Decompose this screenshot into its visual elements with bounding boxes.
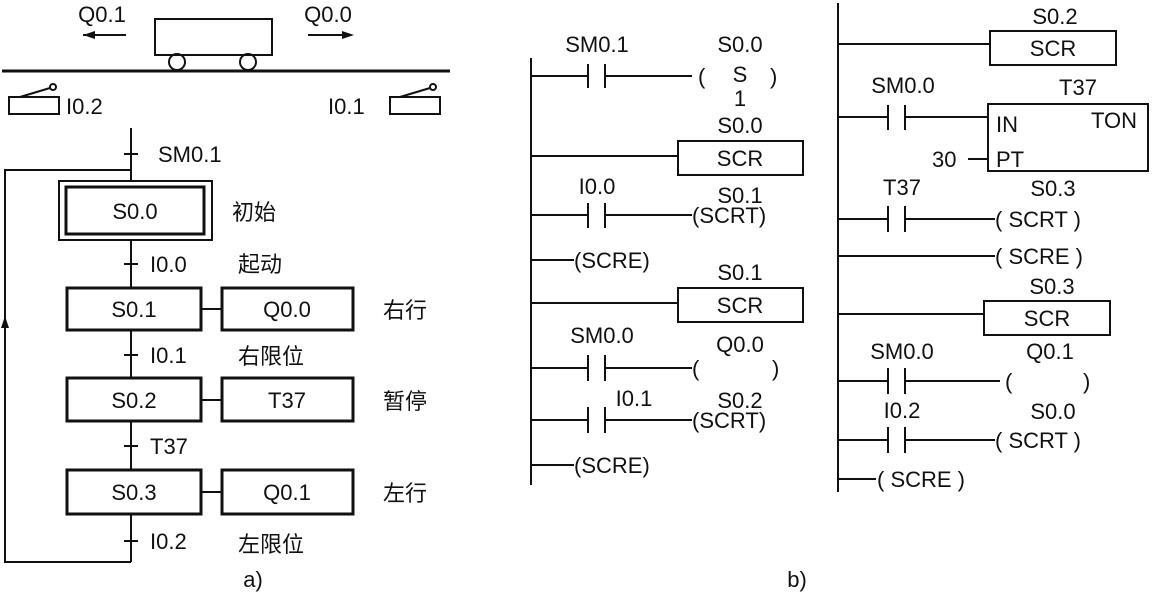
step-s01-action: Q0.0 xyxy=(263,297,311,322)
action-box-t37 xyxy=(220,376,355,423)
step-s02-action: T37 xyxy=(268,388,306,413)
cart-left-output: Q0.1 xyxy=(78,2,126,27)
caption-a: a) xyxy=(243,567,263,592)
transition-1-label: 起动 xyxy=(238,253,282,278)
scre1-coil: (SCRE) xyxy=(574,248,650,273)
step-s00-label: 初始 xyxy=(232,201,276,226)
step-s03-action: Q0.1 xyxy=(263,480,311,505)
step-s02-id: S0.2 xyxy=(111,388,156,413)
limit-switch-right xyxy=(389,83,441,115)
block1-name: SCR xyxy=(717,146,763,171)
rung6-coil-close: ) xyxy=(1083,369,1090,394)
rung2-coil: (SCRT) xyxy=(692,203,766,228)
block2-name: SCR xyxy=(717,293,763,318)
rung1-coil-count: 1 xyxy=(734,86,746,111)
block3-name: SCR xyxy=(1030,36,1076,61)
cart-wheel-left xyxy=(168,53,186,71)
rung5-contact-label: T37 xyxy=(883,175,921,200)
limit-switch-left xyxy=(8,83,60,115)
scre2-coil: (SCRE) xyxy=(574,453,650,478)
timer-contact-label: SM0.0 xyxy=(871,73,935,98)
timer-in-pin: IN xyxy=(996,112,1018,137)
return-arrow-head xyxy=(1,316,9,328)
step-s00-id: S0.0 xyxy=(112,199,157,224)
timer-name: T37 xyxy=(1059,75,1097,100)
rung2-coil-address: S0.1 xyxy=(717,183,762,208)
rung4-contact-label: I0.1 xyxy=(616,386,653,411)
right-switch-label: I0.1 xyxy=(328,94,365,119)
transition-1-condition: I0.0 xyxy=(150,252,187,277)
scr-block-s01 xyxy=(677,287,804,323)
scr-block-s03 xyxy=(983,300,1111,336)
timer-preset: 30 xyxy=(932,147,956,172)
step-s01-id: S0.1 xyxy=(111,297,156,322)
ladder-column-1 xyxy=(530,58,804,485)
rung1-coil-open: ( xyxy=(698,64,706,89)
initial-step-outer xyxy=(58,180,213,241)
sfc-chart xyxy=(1,128,355,563)
scre4-coil: ( SCRE ) xyxy=(877,467,965,492)
timer-block-t37 xyxy=(987,103,1149,172)
rung4-coil: (SCRT) xyxy=(692,408,766,433)
rung7-coil-address: S0.0 xyxy=(1030,399,1075,424)
rung3-coil-open: ( xyxy=(692,356,700,381)
rung6-contact-label: SM0.0 xyxy=(870,339,934,364)
left-arrow-head xyxy=(83,31,95,39)
rung3-coil-close: ) xyxy=(772,356,779,381)
cart-right-output: Q0.0 xyxy=(304,2,352,27)
rung7-contact-label: I0.2 xyxy=(884,398,921,423)
transition-4-condition: I0.2 xyxy=(150,529,187,554)
scre3-coil: ( SCRE ) xyxy=(995,244,1083,269)
timer-type: TON xyxy=(1091,108,1137,133)
rung1-coil-letter: S xyxy=(733,62,748,87)
rung3-coil-address: Q0.0 xyxy=(716,332,764,357)
rung5-coil: ( SCRT ) xyxy=(995,207,1081,232)
cart-wheel-right xyxy=(239,53,257,71)
step-s03-id: S0.3 xyxy=(111,480,156,505)
rung6-coil-open: ( xyxy=(1005,369,1013,394)
right-arrow-head xyxy=(342,31,354,39)
scr-block-s02 xyxy=(989,30,1117,66)
rung1-contact-label: SM0.1 xyxy=(565,32,629,57)
rung2-contact-label: I0.0 xyxy=(579,174,616,199)
sfc-return-loop xyxy=(4,169,131,563)
action-box-q00 xyxy=(220,286,355,332)
block1-address: S0.0 xyxy=(717,113,762,138)
left-switch-label: I0.2 xyxy=(66,94,103,119)
rung1-coil-address: S0.0 xyxy=(717,32,762,57)
rung6-coil-address: Q0.1 xyxy=(1026,339,1074,364)
timer-pt-pin: PT xyxy=(996,147,1024,172)
action-box-q01 xyxy=(220,468,355,516)
step-s02-label: 暂停 xyxy=(383,390,427,415)
transition-4-label: 左限位 xyxy=(238,533,304,558)
scr-block-s00 xyxy=(677,140,804,176)
ladder-column-2 xyxy=(837,3,1149,492)
transition-2-condition: I0.1 xyxy=(150,343,187,368)
cart-schematic xyxy=(2,18,450,115)
rung7-coil: ( SCRT ) xyxy=(995,428,1081,453)
initial-transition-label: SM0.1 xyxy=(158,142,222,167)
rung5-coil-address: S0.3 xyxy=(1030,176,1075,201)
rung4-coil-address: S0.2 xyxy=(717,388,762,413)
block3-address: S0.2 xyxy=(1032,4,1077,29)
rung1-coil-close: ) xyxy=(770,64,777,89)
transition-3-condition: T37 xyxy=(150,434,188,459)
figure-lines xyxy=(1,3,1149,563)
block4-name: SCR xyxy=(1024,306,1070,331)
step-s01-label: 右行 xyxy=(383,299,427,324)
step-box-s00 xyxy=(64,185,206,236)
cart-body xyxy=(154,18,273,56)
block2-address: S0.1 xyxy=(717,260,762,285)
block4-address: S0.3 xyxy=(1029,274,1074,299)
caption-b: b) xyxy=(787,567,807,592)
transition-2-label: 右限位 xyxy=(238,345,304,370)
rung3-contact-label: SM0.0 xyxy=(570,323,634,348)
step-s03-label: 左行 xyxy=(383,482,427,507)
